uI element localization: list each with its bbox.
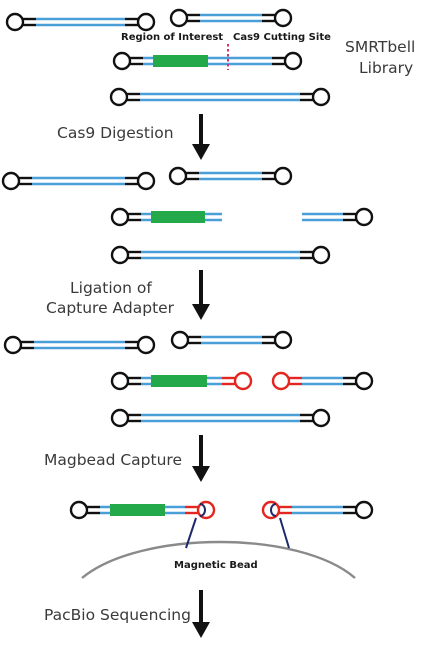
smrtbell-molecule — [170, 330, 293, 350]
hairpin-loop — [170, 330, 190, 350]
hairpin-loop — [233, 371, 253, 391]
magnetic-bead-surface — [81, 540, 356, 579]
bead-bound-fragment-right — [261, 500, 374, 520]
arrow-head — [192, 144, 210, 160]
captured-fragment-left — [110, 371, 253, 391]
hairpin-loop — [112, 51, 132, 71]
smrtbell-molecule — [109, 87, 331, 107]
smrtbell-molecule — [110, 245, 331, 265]
hairpin-loop — [110, 207, 130, 227]
hairpin-loop — [69, 500, 89, 520]
hairpin-loop — [273, 330, 293, 350]
hairpin-loop — [136, 335, 156, 355]
hairpin-loop — [110, 408, 130, 428]
molecules-layer — [1, 8, 374, 638]
region-of-interest-block — [153, 55, 208, 67]
hairpin-loop — [311, 87, 331, 107]
hairpin-loop — [136, 12, 156, 32]
cut-fragment-with-region-of-interest — [110, 207, 222, 227]
step-label-ligation-line2: Capture Adapter — [46, 299, 175, 317]
step-label-cas9-digestion: Cas9 Digestion — [57, 124, 174, 142]
cas9-cutting-site-label: Cas9 Cutting Site — [233, 32, 331, 43]
step-label-magbead-capture: Magbead Capture — [44, 451, 182, 469]
region-of-interest-block — [151, 211, 205, 223]
hairpin-loop — [1, 171, 21, 191]
smrtbell-library-label-line1: SMRTbell — [345, 38, 415, 56]
hairpin-loop — [169, 8, 189, 28]
arrow-head — [192, 304, 210, 320]
tether-right — [279, 517, 290, 549]
hairpin-loop — [110, 245, 130, 265]
down-arrow — [192, 435, 210, 482]
hairpin-loop — [273, 8, 293, 28]
arrow-head — [192, 622, 210, 638]
hairpin-loop — [311, 408, 331, 428]
region-of-interest-block — [151, 375, 207, 387]
capture-hook-left — [199, 503, 206, 517]
hairpin-loop — [283, 51, 303, 71]
hairpin-loop — [354, 207, 374, 227]
smrtbell-library-label-line2: Library — [359, 59, 413, 77]
hairpin-loop — [196, 500, 216, 520]
cut-fragment-right — [302, 207, 374, 227]
step-label-ligation-line1: Ligation of — [70, 279, 152, 297]
hairpin-loop — [136, 171, 156, 191]
arrow-head — [192, 466, 210, 482]
capture-hook-right — [270, 503, 277, 517]
hairpin-loop — [271, 371, 291, 391]
hairpin-loop — [109, 87, 129, 107]
smrtbell-molecule — [168, 166, 293, 186]
bead-bound-fragment-left — [69, 500, 216, 520]
smrtbell-molecule — [5, 12, 156, 32]
hairpin-loop — [5, 12, 25, 32]
region-of-interest-block — [110, 504, 165, 516]
down-arrow — [192, 270, 210, 320]
smrtbell-molecule — [1, 171, 156, 191]
hairpin-loop — [273, 166, 293, 186]
magnetic-bead-label: Magnetic Bead — [174, 560, 258, 571]
step-label-pacbio-sequencing: PacBio Sequencing — [44, 606, 191, 624]
region-of-interest-label: Region of Interest — [121, 32, 223, 43]
down-arrow — [192, 114, 210, 160]
hairpin-loop — [261, 500, 281, 520]
hairpin-loop — [3, 335, 23, 355]
smrtbell-molecule — [3, 335, 156, 355]
hairpin-loop — [311, 245, 331, 265]
hairpin-loop — [110, 371, 130, 391]
smrtbell-with-region-of-interest — [112, 51, 303, 71]
tether-left — [185, 517, 197, 549]
captured-fragment-right — [271, 371, 374, 391]
hairpin-loop — [354, 500, 374, 520]
smrtbell-molecule — [110, 408, 331, 428]
hairpin-loop — [168, 166, 188, 186]
smrtbell-molecule — [169, 8, 293, 28]
hairpin-loop — [354, 371, 374, 391]
down-arrow — [192, 590, 210, 638]
